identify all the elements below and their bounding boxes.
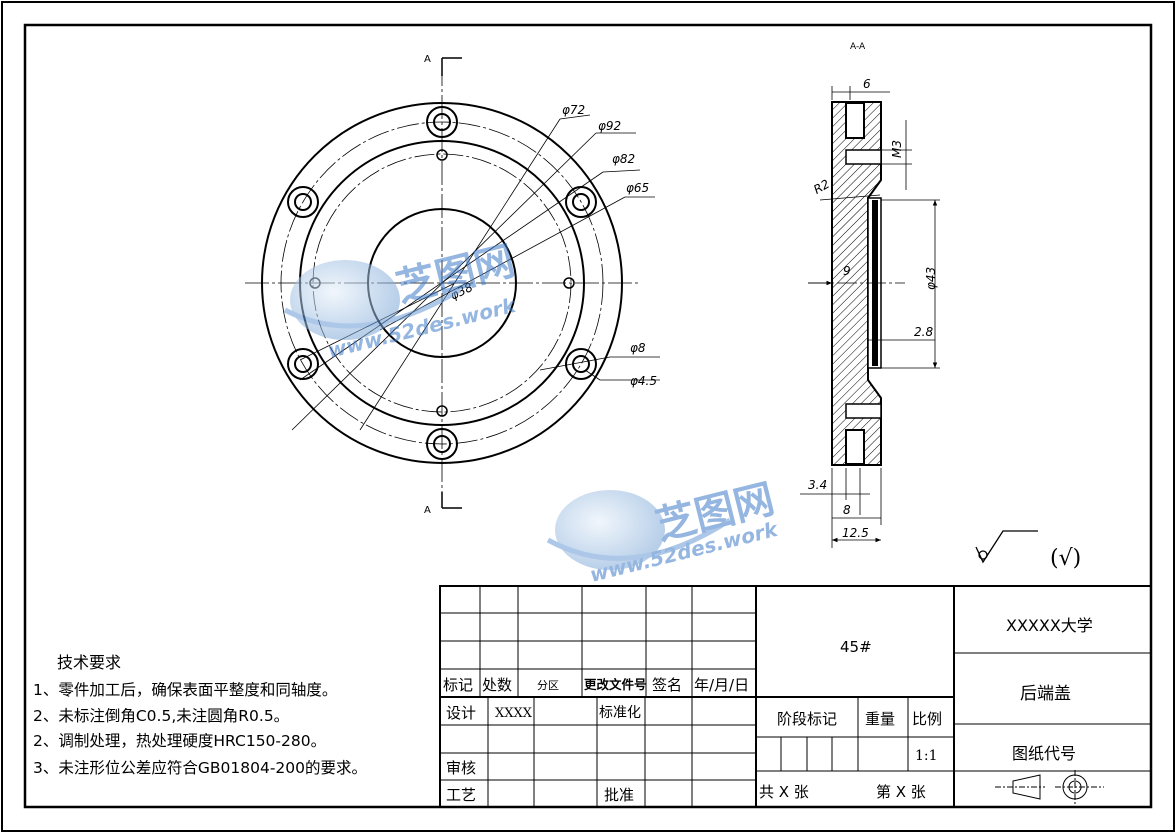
section-view bbox=[808, 101, 905, 466]
stage-mark-label: 阶段标记 bbox=[777, 710, 837, 728]
standardize-label: 标准化 bbox=[599, 705, 641, 721]
dim-d65: φ65 bbox=[626, 181, 649, 195]
dim-w3-4: 3.4 bbox=[808, 478, 827, 492]
section-dimensions bbox=[800, 86, 940, 548]
dim-d92: φ92 bbox=[598, 119, 621, 133]
dim-d82: φ82 bbox=[612, 152, 635, 166]
hdr-change-doc: 更改文件号 bbox=[584, 677, 647, 692]
dim-w12-5: 12.5 bbox=[842, 526, 869, 540]
part-name: 后端盖 bbox=[1020, 684, 1071, 704]
roughness-note: (√) bbox=[1050, 546, 1081, 571]
design-label: 设计 bbox=[446, 704, 476, 722]
dim-m3: M3 bbox=[890, 140, 904, 158]
dim-d72: φ72 bbox=[562, 103, 585, 117]
projection-symbol-icon bbox=[995, 770, 1104, 804]
hdr-date: 年/月/日 bbox=[694, 676, 749, 694]
tech-req-item-3: 2、调制处理，热处理硬度HRC150-280。 bbox=[33, 732, 326, 750]
dim-w2-8: 2.8 bbox=[914, 325, 933, 339]
dim-d8: φ8 bbox=[630, 341, 646, 355]
dim-w6: 6 bbox=[863, 77, 871, 91]
roughness-symbol bbox=[975, 530, 1038, 564]
designer-name: XXXX bbox=[495, 706, 533, 721]
dim-w9: 9 bbox=[843, 264, 851, 278]
school-name: XXXXX大学 bbox=[1006, 616, 1093, 635]
scale-label: 比例 bbox=[912, 710, 942, 728]
watermark-2: 芝图网 www.52des.work bbox=[546, 476, 781, 587]
approve-label: 批准 bbox=[604, 786, 634, 804]
dim-d43: φ43 bbox=[924, 267, 938, 290]
tech-req-item-2: 2、未标注倒角C0.5,未注圆角R0.5。 bbox=[33, 707, 289, 725]
review-label: 审核 bbox=[446, 759, 476, 777]
section-mark-top: A bbox=[424, 54, 431, 65]
weight-label: 重量 bbox=[865, 710, 895, 728]
drawing-code-label: 图纸代号 bbox=[1012, 744, 1076, 763]
tech-req-item-4: 3、未注形位公差应符合GB01804-200的要求。 bbox=[33, 758, 367, 777]
tech-req-item-1: 1、零件加工后，确保表面平整度和同轴度。 bbox=[33, 681, 337, 699]
hdr-sign: 签名 bbox=[652, 676, 682, 694]
front-view bbox=[245, 57, 660, 509]
section-title: A-A bbox=[850, 42, 866, 52]
title-block bbox=[439, 585, 1152, 808]
craft-label: 工艺 bbox=[446, 786, 476, 804]
hdr-zone: 分区 bbox=[537, 679, 559, 692]
section-mark-bottom: A bbox=[424, 505, 431, 516]
tech-req-title: 技术要求 bbox=[57, 653, 121, 672]
material: 45# bbox=[840, 638, 872, 656]
hdr-count: 处数 bbox=[482, 676, 512, 694]
dim-r2: R2 bbox=[811, 177, 832, 197]
sheets-total: 共 X 张 bbox=[759, 783, 809, 801]
scale-value: 1:1 bbox=[915, 748, 938, 764]
dim-w8: 8 bbox=[843, 503, 851, 517]
hdr-mark: 标记 bbox=[443, 676, 473, 694]
sheet-number: 第 X 张 bbox=[876, 783, 926, 801]
dim-d4-5: φ4.5 bbox=[630, 374, 657, 388]
